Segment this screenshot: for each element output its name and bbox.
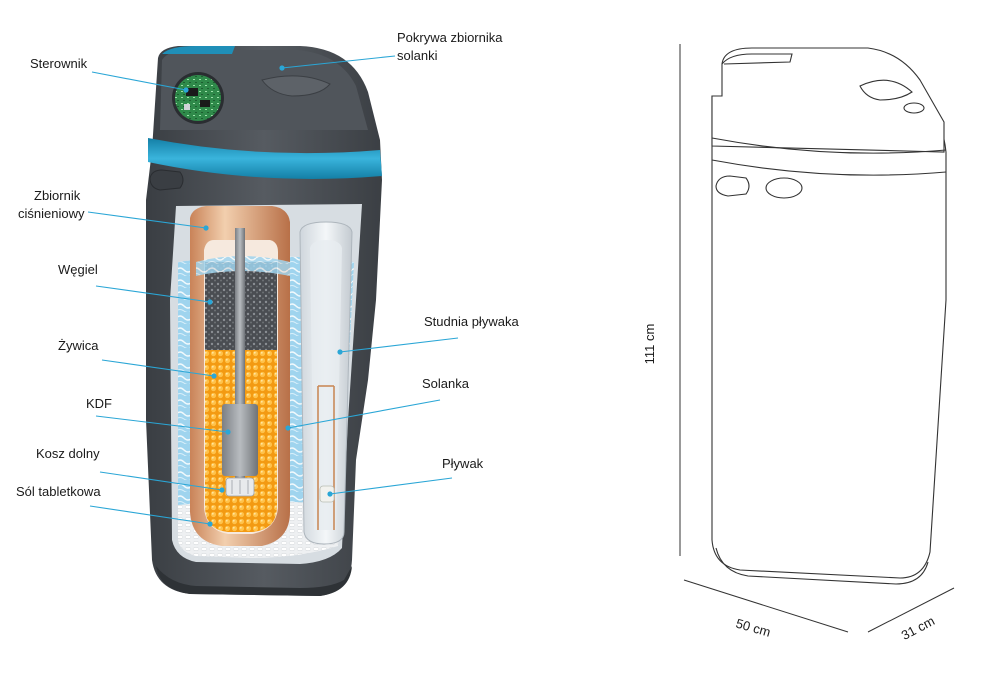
float-well xyxy=(299,221,353,545)
depth-dimension-line xyxy=(867,587,955,633)
width-label: 50 cm xyxy=(734,616,772,640)
device-base xyxy=(156,566,352,596)
height-label: 111 cm xyxy=(642,324,657,365)
label-pokrywa-line2: solanki xyxy=(397,48,438,63)
label-kdf: KDF xyxy=(86,396,112,411)
label-sol: Sól tabletkowa xyxy=(16,484,101,499)
outline-drawing: 111 cm 50 cm 31 cm xyxy=(642,44,955,643)
depth-label: 31 cm xyxy=(899,613,937,643)
lid-top-rim xyxy=(162,46,235,54)
pressure-tank xyxy=(190,206,290,546)
accent-band xyxy=(148,138,382,179)
outline-handle-slot xyxy=(715,175,750,197)
label-kosz: Kosz dolny xyxy=(36,446,100,461)
outline-base xyxy=(715,547,929,585)
kdf-cartridge xyxy=(222,404,258,476)
label-solanka: Solanka xyxy=(422,376,470,391)
controller-pcb xyxy=(172,72,224,124)
riser-tube xyxy=(235,228,245,478)
label-zywica: Żywica xyxy=(58,338,99,353)
outline-lid-cap xyxy=(721,53,793,65)
label-plywak: Pływak xyxy=(442,456,484,471)
width-dimension-line xyxy=(683,579,849,633)
label-wegiel: Węgiel xyxy=(58,262,98,277)
bottom-basket xyxy=(225,477,255,497)
outline-lid-ridge xyxy=(859,79,913,101)
label-pokrywa-line1: Pokrywa zbiornika xyxy=(397,30,503,45)
label-sterownik: Sterownik xyxy=(30,56,88,71)
handle-slot xyxy=(149,169,184,191)
outline-lid xyxy=(711,47,945,153)
outline-band-bottom xyxy=(711,159,947,176)
label-studnia: Studnia pływaka xyxy=(424,314,519,329)
outline-band-top xyxy=(711,137,947,154)
outline-port xyxy=(765,177,803,199)
cutaway-device xyxy=(146,46,382,596)
label-zbiornik-line2: ciśnieniowy xyxy=(18,206,85,221)
callouts: Sterownik Pokrywa zbiornika solanki Zbio… xyxy=(16,30,519,527)
label-zbiornik-line1: Zbiornik xyxy=(34,188,81,203)
lid-ridge xyxy=(261,75,331,97)
outline-body xyxy=(711,95,947,579)
outline-lid-button xyxy=(903,102,925,114)
